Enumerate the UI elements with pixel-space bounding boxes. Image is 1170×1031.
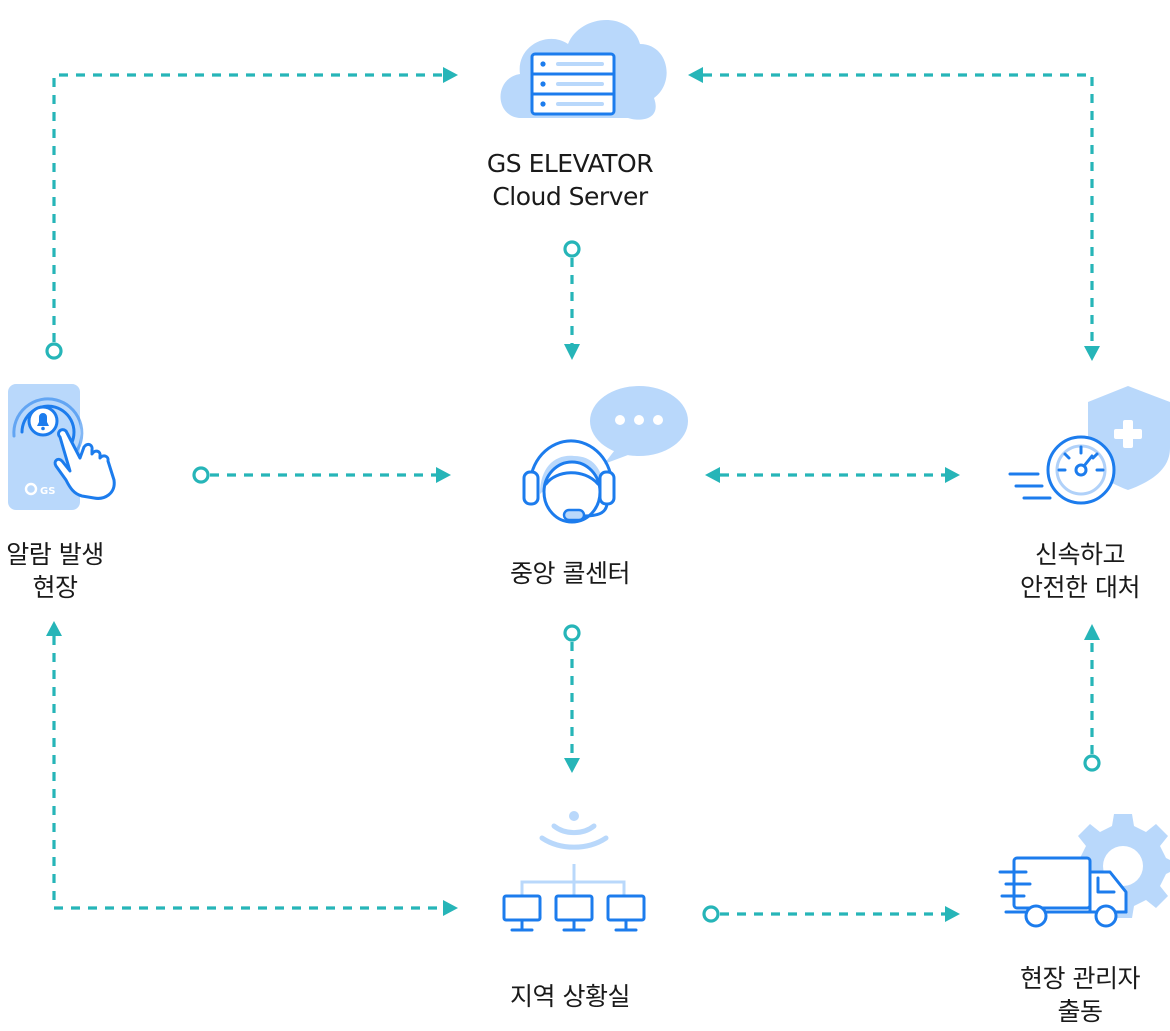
shield-speedometer-icon bbox=[1008, 386, 1170, 505]
call-center-label: 중앙 콜센터 bbox=[420, 557, 720, 590]
safe-response-label: 신속하고 안전한 대처 bbox=[992, 538, 1168, 604]
manager-dispatch-label: 현장 관리자 출동 bbox=[992, 962, 1168, 1028]
network-monitors-icon bbox=[502, 811, 646, 932]
call-center-line1: 중앙 콜센터 bbox=[510, 559, 630, 588]
connector-manager-to-safe bbox=[1083, 624, 1101, 772]
connector-cloud-safe-bidirectional bbox=[688, 67, 1100, 361]
headset-operator-icon bbox=[522, 386, 688, 524]
manager-dispatch-line1: 현장 관리자 bbox=[1020, 964, 1140, 993]
alarm-site-label: 알람 발생 현장 bbox=[0, 538, 110, 604]
gs-badge: GS bbox=[40, 486, 55, 497]
connector-alarm-to-cloud bbox=[45, 67, 458, 360]
connector-cloud-to-callcenter bbox=[563, 240, 581, 360]
connector-regional-alarm-bidirectional bbox=[46, 621, 458, 916]
regional-room-line1: 지역 상황실 bbox=[510, 982, 630, 1011]
connector-regional-to-manager bbox=[702, 905, 960, 923]
connector-alarm-to-callcenter bbox=[192, 466, 451, 484]
regional-room-label: 지역 상황실 bbox=[420, 980, 720, 1013]
cloud-server-label: GS ELEVATOR Cloud Server bbox=[420, 147, 720, 213]
cloud-server-icon bbox=[500, 19, 667, 120]
cloud-server-line1: GS ELEVATOR bbox=[486, 149, 654, 178]
safe-response-line1: 신속하고 bbox=[1034, 540, 1126, 569]
connector-callcenter-to-regional bbox=[563, 624, 581, 773]
alarm-touch-panel-icon: GS bbox=[8, 384, 116, 510]
delivery-truck-gear-icon bbox=[998, 814, 1170, 928]
alarm-site-line2: 현장 bbox=[32, 573, 78, 602]
connector-callcenter-safe-bidirectional bbox=[705, 467, 960, 483]
safe-response-line2: 안전한 대처 bbox=[1020, 573, 1140, 602]
cloud-server-line2: Cloud Server bbox=[492, 182, 648, 211]
manager-dispatch-line2: 출동 bbox=[1057, 997, 1103, 1026]
alarm-site-line1: 알람 발생 bbox=[6, 540, 104, 569]
